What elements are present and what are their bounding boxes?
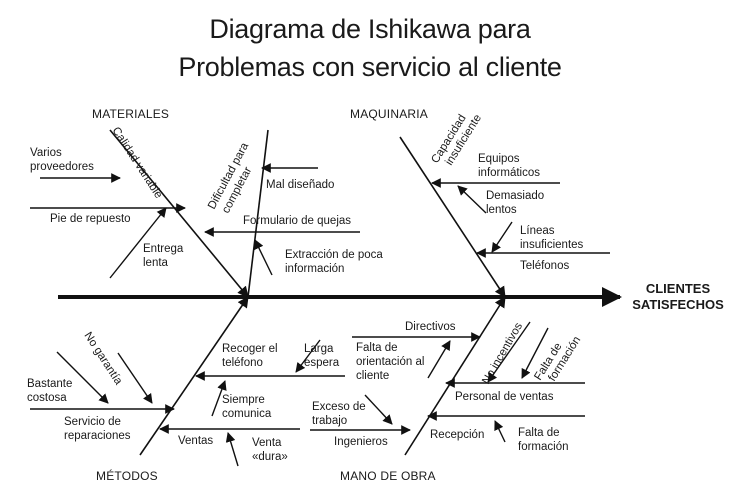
cause-exceso-trabajo-2: trabajo [312,415,347,427]
cause-siempre-comunica-1: Siempre [222,394,265,406]
cause-falta-formacion-2a: Falta de [518,427,560,439]
cause-falta-orientacion-3: cliente [356,370,389,382]
cause-entrega-lenta-1: Entrega [143,243,184,255]
cause-venta-dura-1: Venta [252,437,282,449]
cause-personal-ventas: Personal de ventas [455,391,554,403]
cause-no-incentivos: No incentivos [480,320,525,386]
cause-bastante-costosa-2: costosa [27,392,67,404]
cause-falta-orientacion-1: Falta de [356,342,398,354]
cause-falta-formacion-2b: formación [518,441,569,453]
cause-ventas: Ventas [178,435,213,447]
arrow-extraccion [254,239,273,276]
cause-larga-espera-1: Larga [304,343,334,355]
cause-venta-dura-2: «dura» [252,451,288,463]
bone-materiales-2 [247,129,269,298]
cause-recepcion: Recepción [430,429,484,441]
arrow-siempre-comunica [211,380,227,417]
cause-recoger-telefono-1: Recoger el [222,343,278,355]
arrow-lineas-insuficientes [491,221,513,253]
effect-label-line-2: SATISFECHOS [632,297,724,312]
cause-entrega-lenta-2: lenta [143,257,169,269]
arrow-no-garantia [56,351,109,404]
bone-mano-de-obra [404,296,506,456]
arrow-falta-orientacion [427,340,451,379]
cause-falta-orientacion-2: orientación al [356,356,424,368]
arrow-no-incentivos [487,321,531,383]
cause-recoger-telefono-2: teléfono [222,357,263,369]
arrow-entrega-lenta [109,207,167,279]
cause-directivos: Directivos [405,321,456,333]
category-maquinaria: MAQUINARIA [350,107,428,121]
cause-lineas-insuficientes-2: insuficientes [520,239,584,251]
cause-demasiado-lentos-2: lentos [486,204,517,216]
arrow-no-garantia-2 [117,352,153,404]
arrow-demasiado-lentos [457,185,487,214]
cause-varios-proveedores-1: Varios [30,147,62,159]
cause-exceso-trabajo-1: Exceso de [312,401,366,413]
category-materiales: MATERIALES [92,107,169,121]
category-metodos: MÉTODOS [96,468,158,483]
cause-formulario-quejas: Formulario de quejas [243,215,351,227]
cause-varios-proveedores-2: proveedores [30,161,94,173]
bone-maquinaria [399,136,506,298]
diagram-title-line-2: Problemas con servicio al cliente [178,52,562,82]
arrow-falta-formacion-1 [521,327,549,379]
cause-equipos-informaticos-2: informáticos [478,167,540,179]
arrow-venta-dura [225,432,239,467]
cause-siempre-comunica-2: comunica [222,408,272,420]
arrow-falta-formacion-2 [494,420,506,443]
arrow-exceso-trabajo [364,394,393,425]
cause-extraccion-1: Extracción de poca [285,249,383,261]
cause-ingenieros: Ingenieros [334,436,388,448]
cause-mal-disenado: Mal diseñado [266,179,334,191]
diagram-title-line-1: Diagrama de Ishikawa para [209,14,531,44]
effect-label-line-1: CLIENTES [646,281,711,296]
arrow-larga-espera [295,339,321,373]
cause-demasiado-lentos-1: Demasiado [486,190,544,202]
category-mano-de-obra: MANO DE OBRA [340,469,436,483]
cause-equipos-informaticos-1: Equipos [478,153,520,165]
cause-extraccion-2: información [285,263,344,275]
cause-pie-de-repuesto: Pie de repuesto [50,213,131,225]
cause-no-garantia: No garantía [81,330,124,387]
cause-bastante-costosa-1: Bastante [27,378,72,390]
cause-larga-espera-2: espera [304,357,340,369]
bone-metodos [139,296,249,456]
cause-lineas-insuficientes-1: Líneas [520,225,555,237]
cause-calidad-variable: Calidad variable [109,125,164,201]
cause-telefonos: Teléfonos [520,260,569,272]
cause-servicio-reparaciones-1: Servicio de [64,416,121,428]
cause-servicio-reparaciones-2: reparaciones [64,430,131,442]
bone-materiales [109,129,249,298]
